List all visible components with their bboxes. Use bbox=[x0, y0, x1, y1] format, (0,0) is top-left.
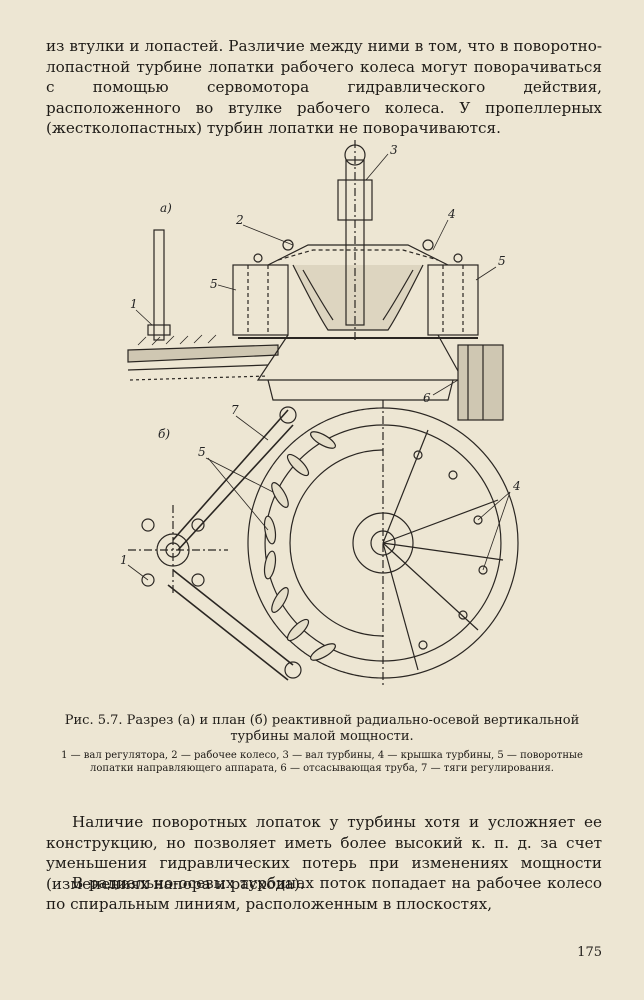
label-7: 7 bbox=[231, 403, 239, 417]
page-number: 175 bbox=[577, 945, 602, 960]
paragraph-bottom: В радиально-осевых турбинах поток попада… bbox=[46, 874, 602, 913]
paragraph-middle: Наличие поворотных лопаток у турбины хот… bbox=[46, 813, 602, 893]
label-5-c: 5 bbox=[198, 445, 206, 459]
figure-legend: 1 — вал регулятора, 2 — рабочее колесо, … bbox=[61, 750, 583, 774]
label-5-a: 5 bbox=[210, 277, 218, 291]
section-view-a bbox=[127, 140, 504, 421]
figure-caption: Рис. 5.7. Разрез (а) и план (б) реактивн… bbox=[64, 713, 580, 744]
plan-view-b bbox=[128, 400, 519, 685]
label-3: 3 bbox=[390, 143, 398, 157]
label-view-b: б) bbox=[158, 427, 170, 441]
turbine-figure: а) 1 2 3 4 5 5 6 7 б) 5 4 1 bbox=[120, 140, 521, 685]
label-view-a: а) bbox=[160, 201, 172, 215]
paragraph-top: из втулки и лопастей. Различие между ним… bbox=[46, 37, 602, 137]
label-5-b: 5 bbox=[498, 254, 506, 268]
label-1-b: 1 bbox=[120, 553, 128, 567]
label-1-a: 1 bbox=[130, 297, 138, 311]
label-4-b: 4 bbox=[512, 479, 521, 493]
label-6: 6 bbox=[423, 391, 431, 405]
label-4-a: 4 bbox=[447, 207, 456, 221]
label-2: 2 bbox=[235, 213, 244, 227]
